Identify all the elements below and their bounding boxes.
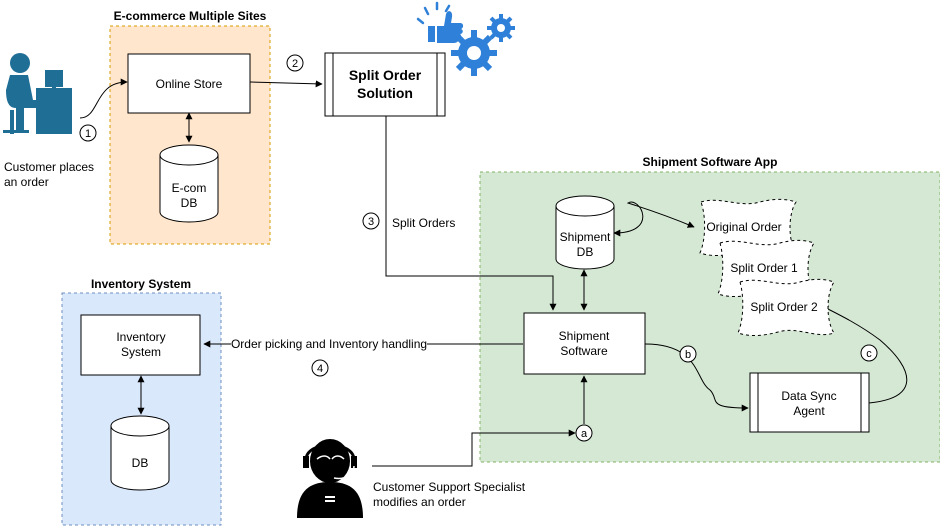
online-store-node[interactable]: Online Store [127, 53, 251, 114]
edge-store-to-split [249, 80, 323, 88]
order-picking-label: Order picking and Inventory handling [231, 337, 427, 351]
ecom-db-label-1: E-com [172, 181, 207, 195]
edge-support-to-shipment [372, 429, 576, 467]
support-specialist-icon [297, 439, 363, 518]
data-sync-agent-label-2: Agent [793, 404, 825, 418]
shipment-software-node[interactable]: Shipment Software [523, 312, 646, 375]
step-marker-3: 3 [362, 212, 380, 230]
data-sync-agent-label-1: Data Sync [781, 389, 836, 403]
shipment-app-group-title: Shipment Software App [643, 155, 778, 169]
inventory-group-title: Inventory System [91, 277, 191, 291]
support-caption-1: Customer Support Specialist [373, 480, 526, 494]
shipment-software-label-2: Software [560, 344, 608, 358]
edge-split-to-shipment [385, 116, 557, 311]
split-order-solution-label-1: Split Order [349, 67, 422, 83]
svg-text:b: b [685, 349, 691, 361]
svg-text:1: 1 [85, 128, 91, 140]
inventory-system-label-1: Inventory [116, 330, 165, 344]
split-orders-label: Split Orders [392, 216, 455, 230]
step-marker-2: 2 [286, 54, 304, 72]
ecom-db-label-2: DB [181, 196, 198, 210]
ecom-db-node[interactable]: E-com DB [159, 144, 219, 223]
edge-sync-to-split2 [821, 305, 908, 404]
step-markers: 1 2 3 4 a b c [79, 54, 878, 442]
step-marker-a: a [575, 424, 593, 442]
svg-text:4: 4 [317, 363, 323, 375]
svg-text:3: 3 [368, 216, 374, 228]
split-order-solution-label-2: Solution [357, 85, 413, 101]
split-order-1-label: Split Order 1 [730, 261, 798, 275]
split-order-2-label: Split Order 2 [750, 300, 818, 314]
ecommerce-group-title: E-commerce Multiple Sites [114, 9, 267, 23]
inventory-db-node[interactable]: DB [110, 415, 170, 491]
data-sync-agent-node[interactable]: Data Sync Agent [749, 372, 870, 433]
svg-text:c: c [866, 348, 872, 360]
shipment-db-node[interactable]: Shipment DB [555, 195, 615, 270]
original-order-doc[interactable]: Original Order [699, 198, 797, 256]
step-marker-1: 1 [79, 124, 97, 142]
step-marker-b: b [679, 345, 697, 363]
split-order-2-doc[interactable]: Split Order 2 [737, 278, 835, 336]
edge-shipmentdb-original [613, 201, 695, 237]
shipment-db-label-1: Shipment [560, 230, 611, 244]
inventory-db-label: DB [132, 456, 149, 470]
edge-customer-to-store [79, 78, 128, 119]
gears-thumbs-up-icon [416, 1, 515, 76]
customer-caption-1: Customer places [4, 160, 94, 174]
split-order-solution-node[interactable]: Split Order Solution [324, 52, 446, 117]
shipment-db-label-2: DB [577, 245, 594, 259]
inventory-system-label-2: System [121, 345, 161, 359]
online-store-label: Online Store [156, 77, 223, 91]
edge-shipment-to-sync [644, 343, 749, 412]
support-caption-2: modifies an order [373, 495, 466, 509]
customer-at-computer-icon [3, 53, 72, 134]
svg-text:a: a [581, 428, 588, 440]
step-marker-c: c [860, 344, 878, 362]
svg-text:2: 2 [292, 58, 298, 70]
customer-caption-2: an order [4, 175, 49, 189]
step-marker-4: 4 [311, 359, 329, 377]
original-order-label: Original Order [706, 220, 781, 234]
shipment-software-label-1: Shipment [559, 329, 610, 343]
inventory-system-node[interactable]: Inventory System [80, 314, 201, 376]
